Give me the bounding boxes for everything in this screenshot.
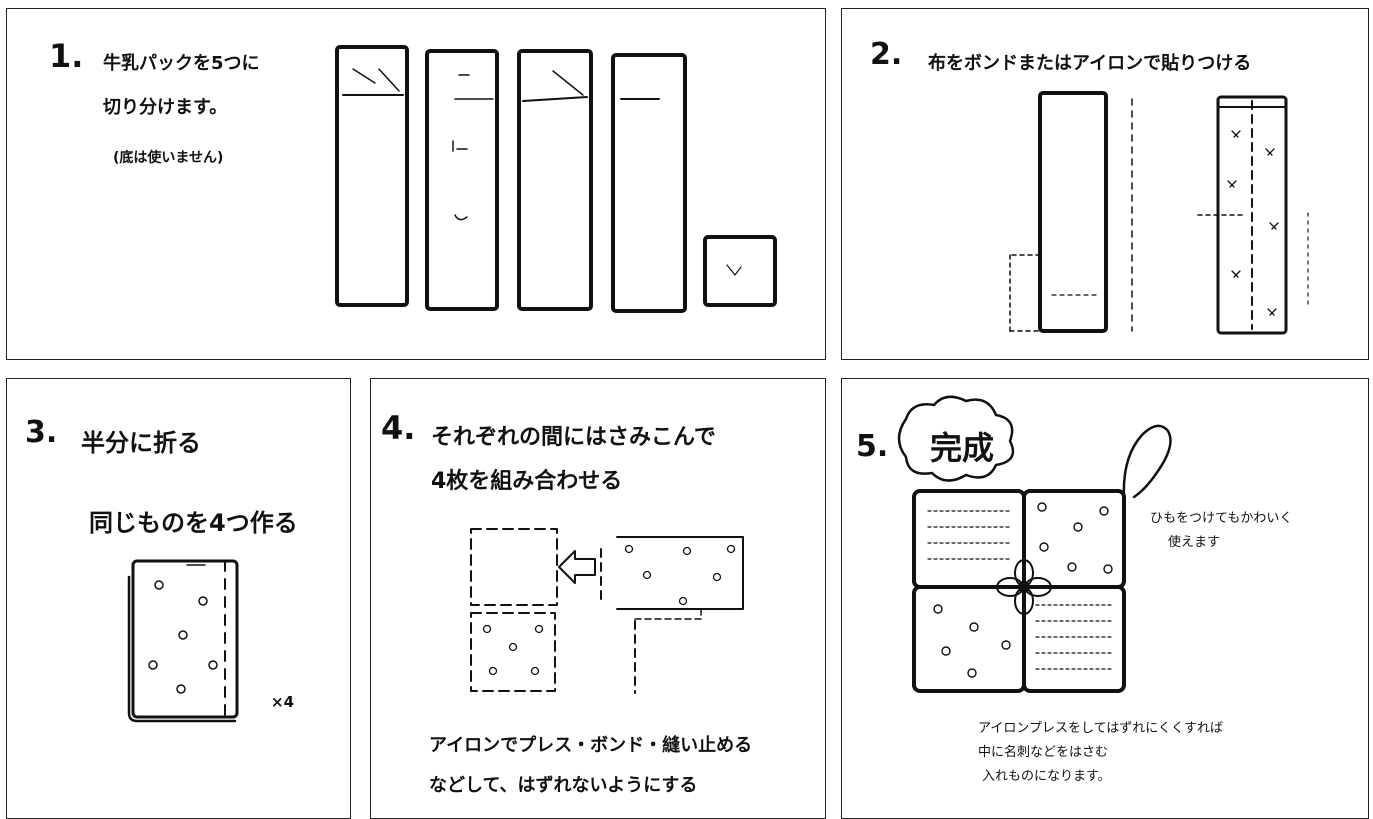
carton-piece-4 [611, 53, 687, 313]
carton-piece-1 [335, 45, 409, 307]
carton-piece-3 [517, 49, 593, 311]
step-5-caption-line-2: 中に名刺などをはさむ [978, 745, 1109, 760]
step-5-side-note-line-1: ひもをつけてもかわいく [1150, 511, 1293, 526]
step-4-number: 4. [381, 409, 416, 447]
step-2-number: 2. [870, 37, 903, 72]
step-1-number: 1. [49, 37, 84, 75]
step-1-panel: 1. 牛乳パックを5つに 切り分けます。 (底は使いません) [6, 8, 826, 360]
milk-carton-pieces-illustration [335, 45, 777, 313]
carton-bottom-square [703, 235, 777, 307]
strap-loop [1122, 424, 1172, 501]
step-3-panel: 3. 半分に折る 同じものを4つ作る ×4 [6, 378, 351, 819]
step-3-subtitle: 同じものを4つ作る [89, 509, 298, 537]
step-3-title: 半分に折る [81, 429, 201, 457]
folded-piece-illustration [127, 559, 239, 723]
step-5-title: 完成 [930, 429, 995, 467]
step-4-panel: 4. それぞれの間にはさみこんで 4枚を組み合わせる アイロンでプレス・ボンド・… [370, 378, 826, 819]
title-cloud-bubble [897, 395, 1015, 482]
step-1-note: (底は使いません) [113, 150, 224, 166]
piece-top-right [600, 536, 744, 620]
quadrant-top-left [912, 489, 1026, 589]
piece-bottom-left [470, 612, 556, 692]
step-2-title: 布をボンドまたはアイロンで貼りつける [928, 53, 1252, 74]
step-5-side-note-line-2: 使えます [1168, 535, 1221, 550]
fabric-attach-illustration [1009, 91, 1309, 335]
step-4-caption-line-1: アイロンでプレス・ボンド・縫い止める [429, 735, 753, 756]
step-4-title-line-2: 4枚を組み合わせる [431, 469, 623, 494]
insert-arrow [558, 550, 596, 584]
step-1-title-line-2: 切り分けます。 [103, 97, 228, 118]
flower-dots [148, 580, 218, 694]
step-5-caption-line-1: アイロンプレスをしてはずれにくくすれば [978, 721, 1224, 736]
assembly-illustration [470, 528, 744, 694]
step-4-title-line-1: それぞれの間にはさみこんで [431, 425, 716, 450]
step-5-number: 5. [856, 429, 889, 464]
carton-piece-2 [425, 49, 499, 311]
step-1-title-line-1: 牛乳パックを5つに [103, 53, 260, 74]
quadrant-bottom-left [912, 585, 1026, 693]
center-flower-decoration [996, 559, 1052, 615]
completed-card-holder-illustration [897, 395, 1172, 693]
step-5-panel: 5. [841, 378, 1369, 819]
step-5-caption-line-3: 入れものになります。 [982, 769, 1111, 784]
piece-top-left [470, 528, 558, 606]
step-3-number: 3. [25, 415, 58, 450]
quadrant-top-right [1022, 489, 1126, 589]
quadrant-bottom-right [1022, 585, 1126, 693]
carton-strip-front [1009, 91, 1133, 333]
fabric-strip-patterned [1197, 95, 1309, 335]
step-2-panel: 2. 布をボンドまたはアイロンで貼りつける [841, 8, 1369, 360]
step-4-caption-line-2: などして、はずれないようにする [429, 775, 698, 796]
step-3-multiplier: ×4 [271, 693, 295, 711]
